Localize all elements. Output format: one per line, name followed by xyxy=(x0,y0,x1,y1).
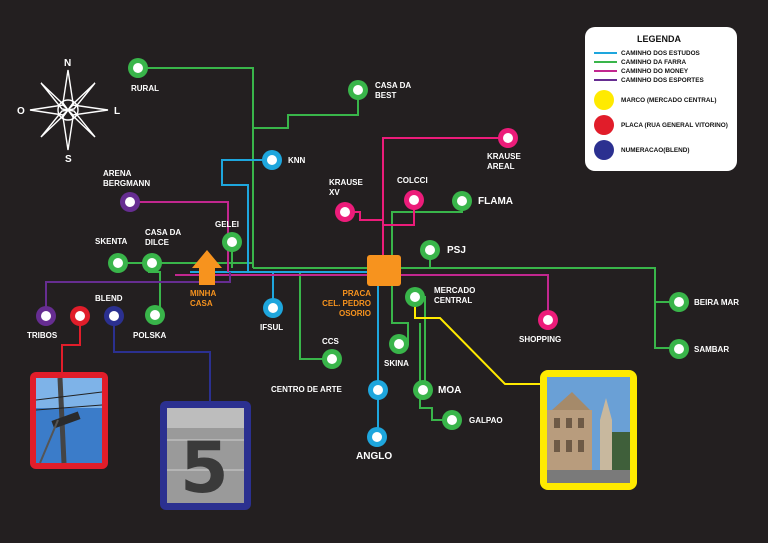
label-rural: RURAL xyxy=(131,84,159,93)
station-moa[interactable] xyxy=(413,380,433,400)
label-sambar: SAMBAR xyxy=(694,345,729,354)
label-casa-best-2: BEST xyxy=(375,91,396,100)
station-polska[interactable] xyxy=(145,305,165,325)
line-marco xyxy=(414,305,545,385)
station-blend[interactable] xyxy=(104,306,124,326)
label-centro-de-arte: CENTRO DE ARTE xyxy=(271,385,342,394)
marco-photo xyxy=(540,370,637,490)
station-skina[interactable] xyxy=(389,334,409,354)
label-arena-1: ARENA xyxy=(103,169,132,178)
legend-dot-marco xyxy=(594,90,614,110)
label-shopping: SHOPPING xyxy=(519,335,561,344)
label-ccs: CCS xyxy=(322,337,340,346)
legend-label-farra: CAMINHO DA FARRA xyxy=(621,59,686,66)
label-colcci: COLCCI xyxy=(397,176,428,185)
station-ccs[interactable] xyxy=(322,349,342,369)
station-casa-da-dilce[interactable] xyxy=(142,253,162,273)
label-anglo: ANGLO xyxy=(356,451,392,462)
legend-dot-placa xyxy=(594,115,614,135)
label-minha: MINHA xyxy=(190,289,216,298)
line-esportes xyxy=(45,272,231,316)
legend-label-numeracao: NUMERACAO(BLEND) xyxy=(621,147,690,154)
station-ifsul[interactable] xyxy=(263,298,283,318)
label-tribos: TRIBOS xyxy=(27,331,58,340)
legend: LEGENDA CAMINHO DOS ESTUDOS CAMINHO DA F… xyxy=(585,27,737,171)
svg-text:5: 5 xyxy=(180,427,229,509)
station-flama[interactable] xyxy=(452,191,472,211)
label-praca-1: PRACA xyxy=(343,289,372,298)
line-placa xyxy=(61,316,81,373)
station-colcci[interactable] xyxy=(404,190,424,210)
station-beira-mar[interactable] xyxy=(669,292,689,312)
label-krause-xv-2: XV xyxy=(329,188,340,197)
label-casa: CASA xyxy=(190,299,213,308)
label-ifsul: IFSUL xyxy=(260,323,283,332)
compass-west-label: O xyxy=(17,106,25,117)
legend-box xyxy=(585,27,737,171)
station-krause-xv[interactable] xyxy=(335,202,355,222)
label-praca-3: OSORIO xyxy=(339,309,371,318)
label-krause-xv-1: KRAUSE xyxy=(329,178,363,187)
label-casa-best-1: CASA DA xyxy=(375,81,411,90)
label-polska: POLSKA xyxy=(133,331,167,340)
legend-label-placa: PLACA (RUA GENERAL VITORINO) xyxy=(621,122,728,129)
compass-rose-icon xyxy=(29,69,109,151)
station-centro-de-arte[interactable] xyxy=(368,380,388,400)
label-mercado-2: CENTRAL xyxy=(434,296,472,305)
station-galpao[interactable] xyxy=(442,410,462,430)
legend-dot-numeracao xyxy=(594,140,614,160)
compass-north-label: N xyxy=(64,58,71,69)
label-flama: FLAMA xyxy=(478,196,513,207)
label-krause-areal-1: KRAUSE xyxy=(487,152,521,161)
compass-south-label: S xyxy=(65,154,72,165)
legend-label-esportes: CAMINHO DOS ESPORTES xyxy=(621,77,704,84)
label-mercado-1: MERCADO xyxy=(434,286,475,295)
station-placa[interactable] xyxy=(70,306,90,326)
placa-photo xyxy=(30,372,108,469)
station-mercado-central[interactable] xyxy=(405,287,425,307)
label-krause-areal-2: AREAL xyxy=(487,162,515,171)
station-psj[interactable] xyxy=(420,240,440,260)
station-casa-da-best[interactable] xyxy=(348,80,368,100)
label-beira-mar: BEIRA MAR xyxy=(694,298,739,307)
line-numeracao xyxy=(113,316,211,402)
label-blend: BLEND xyxy=(95,294,123,303)
label-skina: SKINA xyxy=(384,359,409,368)
label-casa-dilce-1: CASA DA xyxy=(145,228,181,237)
label-skenta: SKENTA xyxy=(95,237,128,246)
label-casa-dilce-2: DILCE xyxy=(145,238,170,247)
label-moa: MOA xyxy=(438,385,461,396)
station-tribos[interactable] xyxy=(36,306,56,326)
station-krause-areal[interactable] xyxy=(498,128,518,148)
legend-label-marco: MARCO (MERCADO CENTRAL) xyxy=(621,97,717,104)
label-arena-2: BERGMANN xyxy=(103,179,150,188)
station-skenta[interactable] xyxy=(108,253,128,273)
compass-east-label: L xyxy=(114,106,120,117)
legend-label-estudos: CAMINHO DOS ESTUDOS xyxy=(621,50,701,57)
label-psj: PSJ xyxy=(447,245,466,256)
station-anglo[interactable] xyxy=(367,427,387,447)
home-icon[interactable] xyxy=(192,250,222,285)
legend-label-money: CAMINHO DO MONEY xyxy=(621,68,689,75)
station-sambar[interactable] xyxy=(669,339,689,359)
station-shopping[interactable] xyxy=(538,310,558,330)
station-arena-bergmann[interactable] xyxy=(120,192,140,212)
legend-title: LEGENDA xyxy=(637,34,682,44)
station-gelei[interactable] xyxy=(222,232,242,252)
label-galpao: GALPAO xyxy=(469,416,503,425)
praca-station[interactable] xyxy=(367,255,401,286)
label-knn: KNN xyxy=(288,156,306,165)
label-praca-2: CEL. PEDRO xyxy=(322,299,371,308)
station-rural[interactable] xyxy=(128,58,148,78)
station-knn[interactable] xyxy=(262,150,282,170)
label-gelei: GELEI xyxy=(215,220,239,229)
blend-photo: 5 xyxy=(160,401,251,510)
